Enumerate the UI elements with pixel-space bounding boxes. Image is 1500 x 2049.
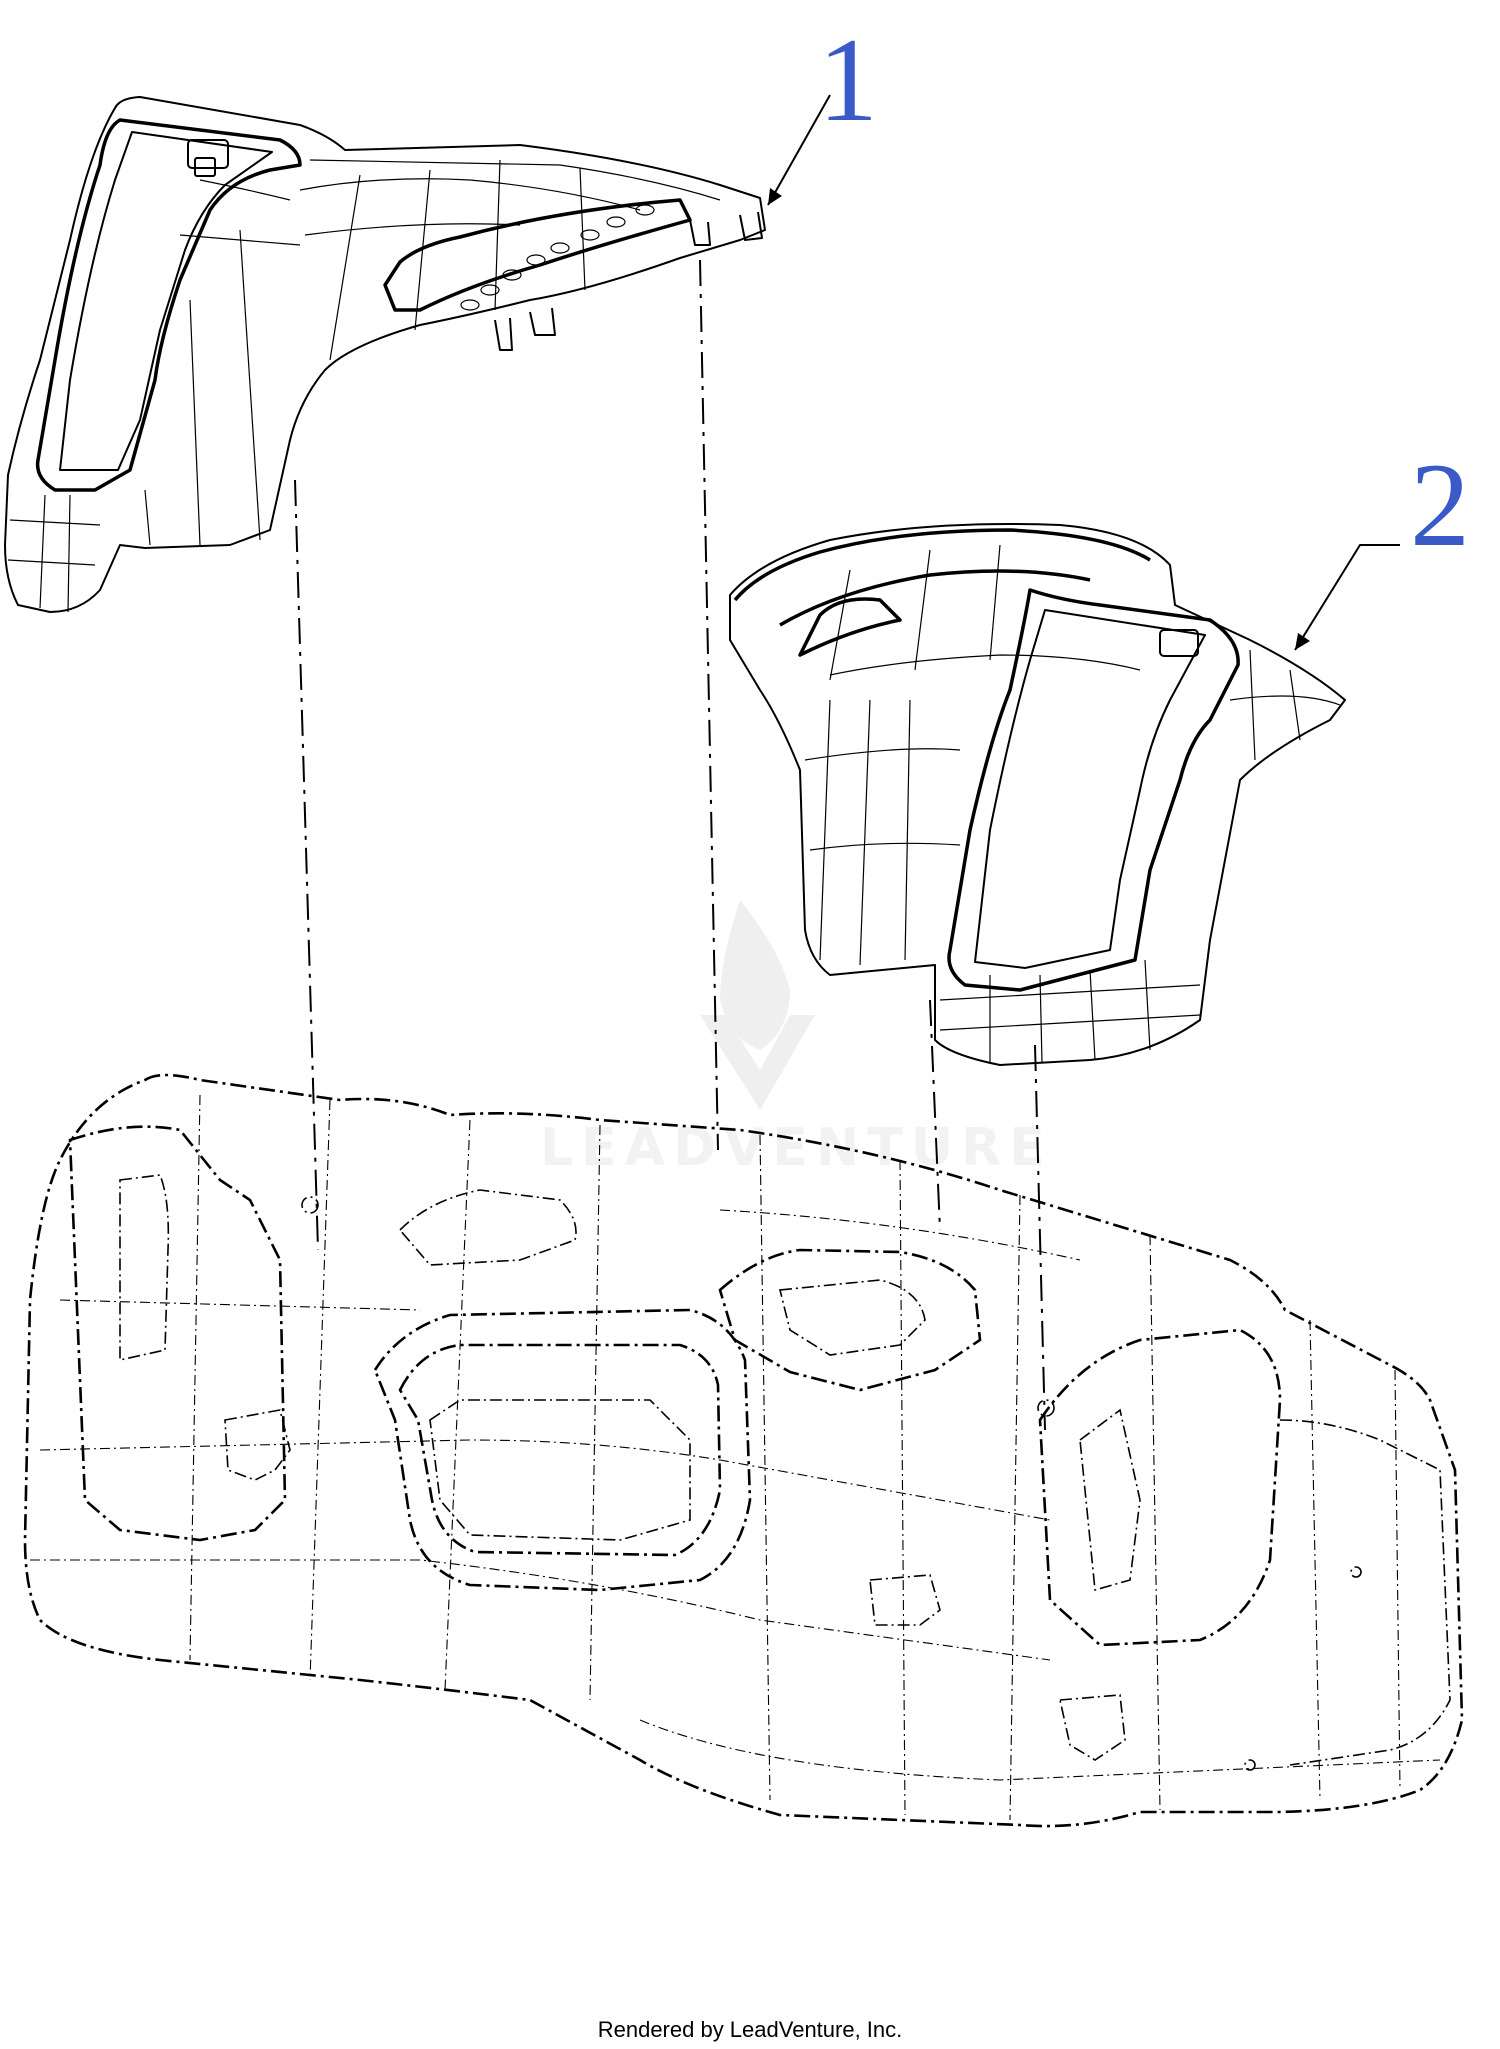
watermark-text: LEADVENTURE <box>540 1118 1053 1178</box>
render-credit: Rendered by LeadVenture, Inc. <box>597 2017 903 2042</box>
callout-1: 1 <box>818 13 878 146</box>
fender-1-clip-holes <box>460 204 655 311</box>
callout-leaders <box>767 94 1400 651</box>
flame-v-logo <box>700 900 815 1110</box>
rear-fender-part-2 <box>729 523 1346 1066</box>
callout-2: 2 <box>1410 438 1470 571</box>
body-assembly <box>23 1073 1464 1828</box>
alignment-lines <box>294 259 1046 1431</box>
front-fender-part-1 <box>4 96 766 613</box>
